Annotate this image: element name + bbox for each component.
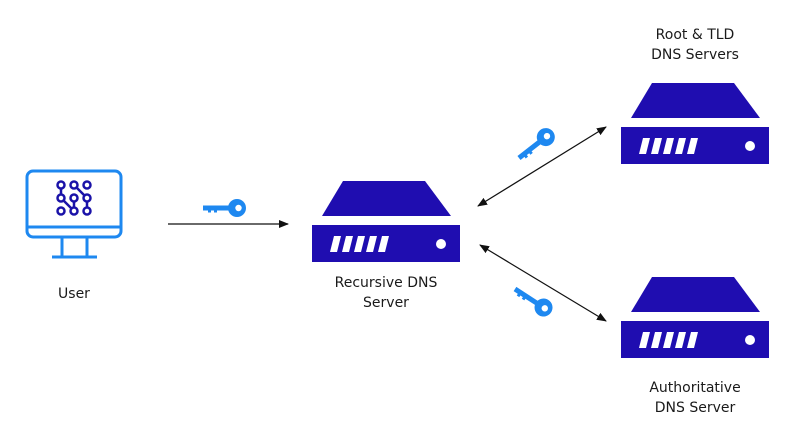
recursive-dns-server-icon (312, 181, 460, 262)
key-icon (203, 199, 246, 217)
root-label-line1: Root & TLD (655, 27, 735, 43)
recursive-label-line1: Recursive DNS (334, 275, 438, 291)
root-tld-server-icon (621, 83, 769, 164)
root-label-line2: DNS Servers (651, 47, 739, 63)
authoritative-label-line2: DNS Server (654, 400, 736, 416)
arrow-recursive-root (477, 126, 607, 207)
authoritative-server-icon (621, 277, 769, 358)
recursive-dns-label: Recursive DNS Server (306, 273, 466, 313)
user-label-text: User (58, 286, 90, 302)
authoritative-label: Authoritative DNS Server (615, 378, 775, 418)
arrow-recursive-authoritative (479, 244, 607, 322)
recursive-label-line2: Server (363, 295, 409, 311)
circuit-icon (56, 180, 92, 216)
user-label: User (34, 284, 114, 304)
key-icon (513, 124, 559, 166)
root-tld-label: Root & TLD DNS Servers (615, 25, 775, 65)
authoritative-label-line1: Authoritative (649, 380, 741, 396)
user-computer-icon (25, 169, 123, 259)
